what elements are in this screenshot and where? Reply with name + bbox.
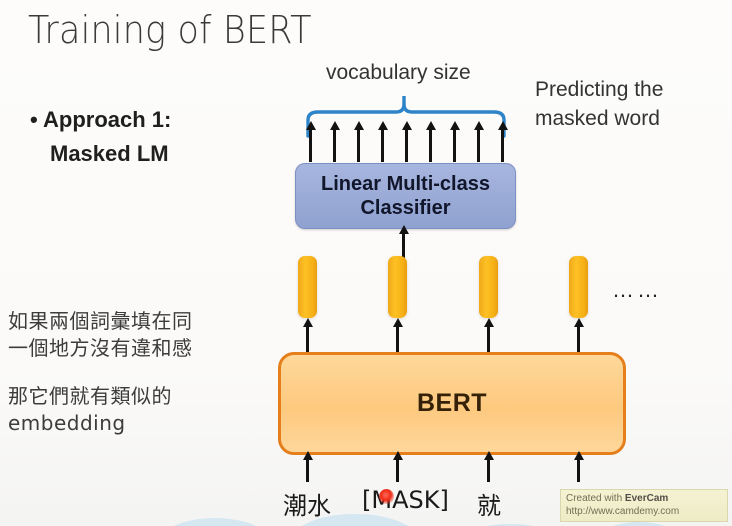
bert-output-arrow (396, 325, 399, 352)
classifier-output-arrow (309, 128, 312, 162)
embedding-bar (479, 256, 498, 318)
note-text-2: 那它們就有類似的 embedding (8, 384, 172, 435)
cursor-highlight-dot (379, 489, 394, 504)
vocabulary-brace-icon (306, 96, 506, 138)
classifier-label-line-1: Linear Multi-class (321, 173, 490, 195)
bullet-line-1: • Approach 1: (30, 103, 171, 137)
input-token-1: [MASK] (362, 486, 449, 514)
decorative-cloud-2 (160, 518, 270, 526)
watermark-line-1: Created with EverCam (566, 492, 722, 505)
input-token-2: 就 (477, 492, 501, 520)
decorative-cloud-3 (290, 514, 420, 526)
classifier-output-arrow (501, 128, 504, 162)
bert-input-arrow (577, 458, 580, 482)
bullet-block: • Approach 1: Masked LM (30, 103, 171, 171)
classifier-output-arrow (429, 128, 432, 162)
classifier-output-arrow (333, 128, 336, 162)
embedding-bar (388, 256, 407, 318)
bert-input-arrow (396, 458, 399, 482)
ellipsis-label: …… (612, 277, 662, 302)
vocabulary-size-label: vocabulary size (326, 61, 471, 84)
bert-output-arrow (487, 325, 490, 352)
bullet-marker-icon: • (30, 107, 38, 132)
embedding-bar (298, 256, 317, 318)
decorative-cloud-4 (460, 524, 560, 526)
embedding-bar (569, 256, 588, 318)
classifier-output-arrow (477, 128, 480, 162)
predicting-masked-word-label: Predicting the masked word (535, 78, 664, 130)
bert-output-arrow (577, 325, 580, 352)
bullet-line-1-label: Approach 1: (43, 107, 172, 132)
bert-box: BERT (278, 352, 626, 455)
decorative-cloud-5 (596, 522, 682, 526)
note-text-1: 如果兩個詞彙填在同 一個地方沒有違和感 (8, 309, 193, 360)
classifier-label-line-2: Classifier (360, 197, 451, 219)
evercam-watermark: Created with EverCam http://www.camdemy.… (560, 489, 728, 522)
bert-output-arrow (306, 325, 309, 352)
watermark-created-with-label: Created with (566, 493, 625, 504)
bullet-line-2-label: Masked LM (50, 141, 169, 167)
watermark-brand-label: EverCam (624, 493, 669, 504)
linear-multiclass-classifier-box: Linear Multi-class Classifier (295, 163, 516, 229)
classifier-output-arrow (357, 128, 360, 162)
watermark-url-label: http://www.camdemy.com (566, 506, 680, 517)
input-token-0: 潮水 (283, 492, 331, 520)
classifier-output-arrow (381, 128, 384, 162)
classifier-output-arrow (453, 128, 456, 162)
embedding-to-classifier-arrow (402, 232, 405, 260)
bert-input-arrow (306, 458, 309, 482)
classifier-output-arrow (405, 128, 408, 162)
bert-input-arrow (487, 458, 490, 482)
page-title: Training of BERT (28, 8, 312, 52)
